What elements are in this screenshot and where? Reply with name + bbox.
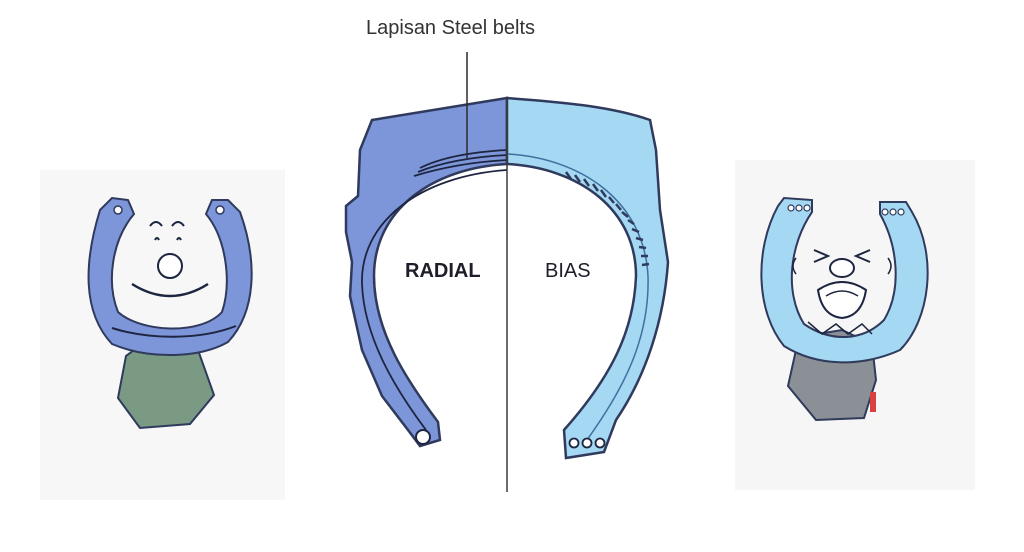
radial-label: RADIAL	[405, 260, 481, 282]
steel-belt-2	[417, 154, 508, 173]
steel-belts-label: Lapisan Steel belts	[366, 17, 536, 39]
radial-half	[344, 96, 509, 448]
steel-belt-3	[413, 159, 508, 177]
bias-tire-wall	[505, 96, 670, 460]
tire-profile-left	[87, 196, 253, 356]
bead-wire	[415, 429, 431, 445]
tire-profile-right	[760, 196, 929, 364]
steel-belt-1	[419, 149, 508, 169]
bias-ply-cords	[564, 171, 650, 267]
bias-label: BIAS	[545, 260, 591, 282]
radial-tire-wall	[344, 96, 509, 448]
bias-half	[505, 96, 670, 460]
happy-tire-face-icon	[87, 196, 253, 430]
strained-tire-face-icon	[760, 196, 929, 422]
rock-left	[116, 336, 216, 430]
